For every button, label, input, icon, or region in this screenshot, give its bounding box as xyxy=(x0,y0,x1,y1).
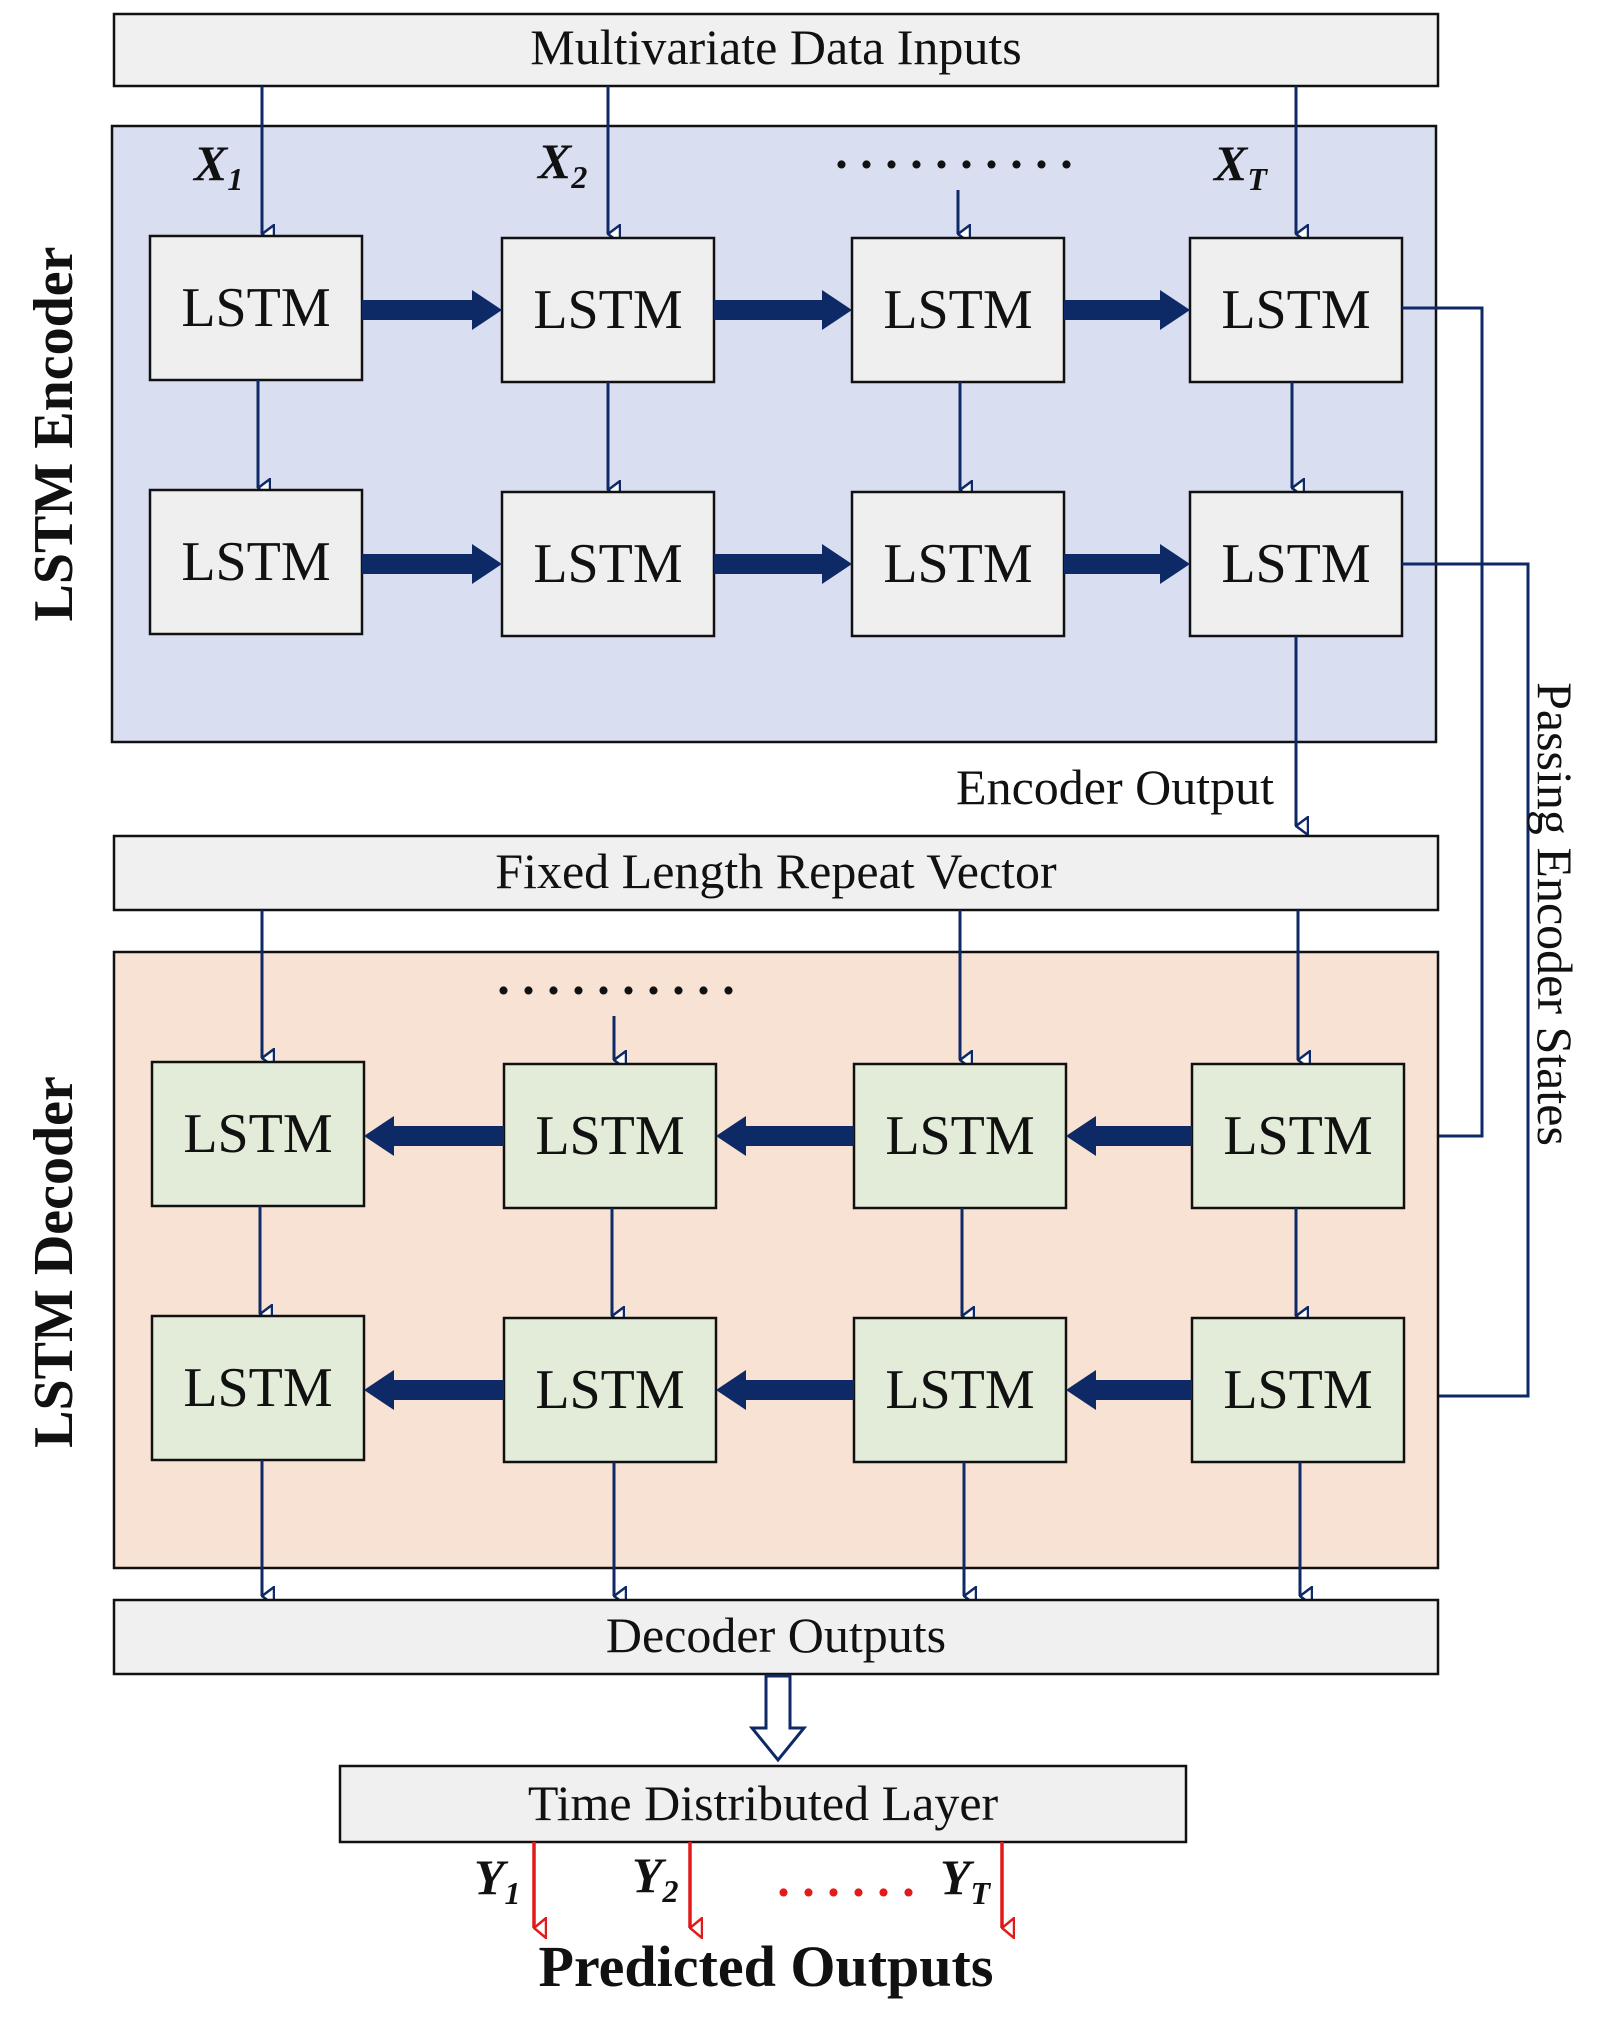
encoder-cell-r2c4-label: LSTM xyxy=(1221,533,1370,595)
encoder-panel xyxy=(110,124,1438,744)
encoder-cell-r2c2-label: LSTM xyxy=(533,533,682,595)
encoder-cell-r1c4 xyxy=(1188,236,1404,384)
decoder-cell-r1c4 xyxy=(1190,1062,1406,1210)
predicted-outputs-label: Predicted Outputs xyxy=(539,1934,994,1999)
output-ellipsis: . . . . . . xyxy=(777,1851,915,1907)
encoder-cell-r1c3 xyxy=(850,236,1066,384)
decoder-cell-r1c1 xyxy=(150,1060,366,1208)
output-label-yt: YT xyxy=(940,1849,992,1911)
input-label-x1: X1 xyxy=(192,135,243,197)
decoder-cell-r2c4-label: LSTM xyxy=(1223,1359,1372,1421)
encoder-flow-arrow-r2-2 xyxy=(714,544,852,584)
decoder-cell-r2c3-label: LSTM xyxy=(885,1359,1034,1421)
encoder-cell-r1c1-label: LSTM xyxy=(181,277,330,339)
decoder-title: LSTM Decoder xyxy=(23,1076,85,1448)
encoder-cell-r2c3 xyxy=(850,490,1066,638)
passing-states-label: Passing Encoder States xyxy=(1527,682,1583,1146)
repeat-vector-label: Fixed Length Repeat Vector xyxy=(495,843,1057,899)
encoder-cell-r1c1 xyxy=(148,234,364,382)
output-label-y1: Y1 xyxy=(474,1849,521,1911)
encoder-cell-r2c1 xyxy=(148,488,364,636)
decoder-outputs-label: Decoder Outputs xyxy=(606,1607,946,1663)
decoder-flow-arrow-r2-1 xyxy=(364,1370,504,1410)
to-time-distributed-arrow xyxy=(748,1674,808,1763)
time-distributed-bar xyxy=(338,1764,1188,1844)
decoder-cell-r1c3-label: LSTM xyxy=(885,1105,1034,1167)
output-label-y2: Y2 xyxy=(632,1847,679,1909)
decoder-ellipsis: . . . . . . . . . . xyxy=(497,949,735,1005)
encoder-title: LSTM Encoder xyxy=(23,247,85,622)
decoder-cell-r2c1 xyxy=(150,1314,366,1462)
decoder-cell-r1c3 xyxy=(852,1062,1068,1210)
decoder-cell-r1c4-label: LSTM xyxy=(1223,1105,1372,1167)
repeat-vector-bar xyxy=(112,834,1440,912)
encoder-flow-arrow-r2-1 xyxy=(362,544,502,584)
input-bar xyxy=(112,12,1440,88)
encoder-cell-r2c3-label: LSTM xyxy=(883,533,1032,595)
input-bar-label: Multivariate Data Inputs xyxy=(530,19,1022,75)
decoder-flow-arrow-r1-1 xyxy=(364,1116,504,1156)
decoder-cell-r2c1-label: LSTM xyxy=(183,1357,332,1419)
encoder-output-label: Encoder Output xyxy=(956,759,1274,815)
encoder-flow-arrow-r1-1 xyxy=(362,290,502,330)
input-label-xt: XT xyxy=(1212,135,1268,197)
decoder-panel xyxy=(112,950,1440,1570)
encoder-flow-arrow-r2-3 xyxy=(1064,544,1190,584)
encoder-cell-r1c4-label: LSTM xyxy=(1221,279,1370,341)
decoder-outputs-bar xyxy=(112,1598,1440,1676)
encoder-flow-arrow-r1-2 xyxy=(714,290,852,330)
decoder-flow-arrow-r2-2 xyxy=(716,1370,854,1410)
decoder-cell-r2c3 xyxy=(852,1316,1068,1464)
encoder-ellipsis: . . . . . . . . . . xyxy=(835,123,1073,179)
decoder-flow-arrow-r1-3 xyxy=(1066,1116,1192,1156)
encoder-cell-r1c2-label: LSTM xyxy=(533,279,682,341)
decoder-flow-arrow-r2-3 xyxy=(1066,1370,1192,1410)
encoder-cell-r1c3-label: LSTM xyxy=(883,279,1032,341)
decoder-cell-r2c4 xyxy=(1190,1316,1406,1464)
decoder-cell-r1c2-label: LSTM xyxy=(535,1105,684,1167)
state-line-row1 xyxy=(1402,306,1484,1138)
decoder-cell-r2c2 xyxy=(502,1316,718,1464)
encoder-flow-arrow-r1-3 xyxy=(1064,290,1190,330)
decoder-cell-r1c2 xyxy=(502,1062,718,1210)
decoder-flow-arrow-r1-2 xyxy=(716,1116,854,1156)
time-distributed-label: Time Distributed Layer xyxy=(528,1775,999,1831)
encoder-cell-r1c2 xyxy=(500,236,716,384)
decoder-cell-r2c2-label: LSTM xyxy=(535,1359,684,1421)
state-line-row2 xyxy=(1402,562,1530,1398)
encoder-cell-r2c1-label: LSTM xyxy=(181,531,330,593)
decoder-cell-r1c1-label: LSTM xyxy=(183,1103,332,1165)
input-label-x2: X2 xyxy=(536,133,587,195)
